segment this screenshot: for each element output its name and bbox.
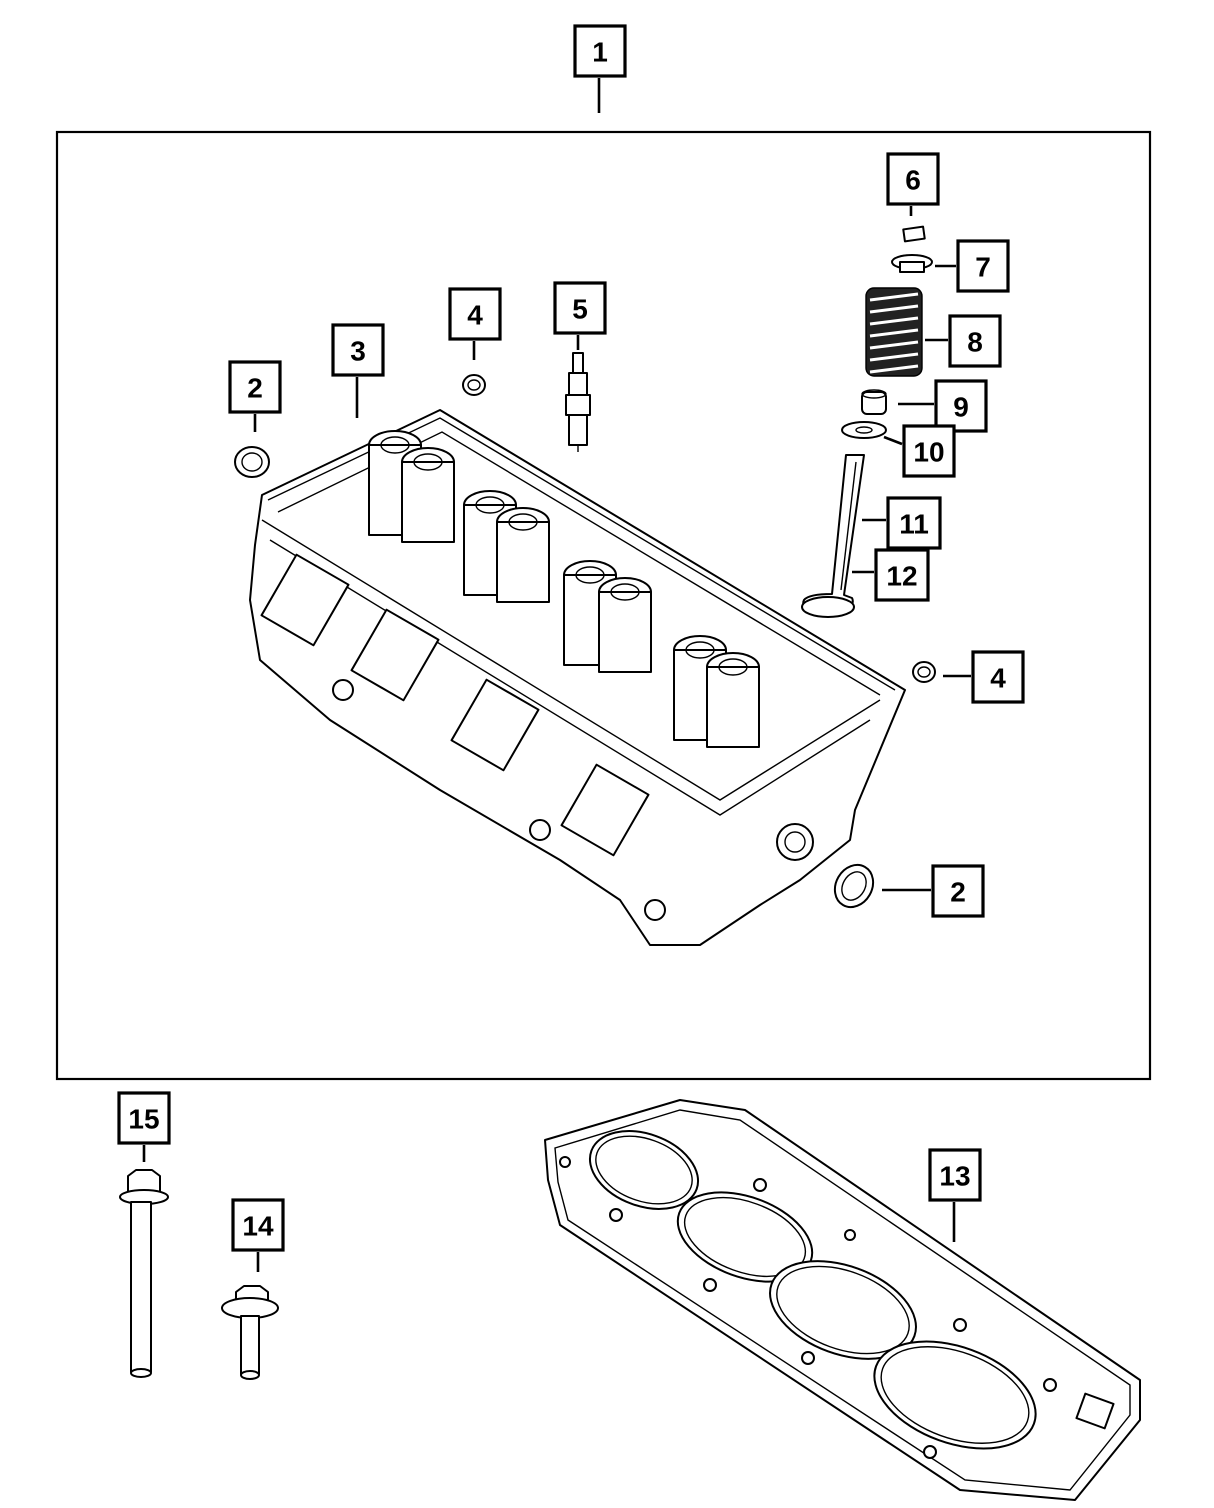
callout-4-upper[interactable]: 4 (448, 287, 502, 360)
expansion-plug-upper (234, 446, 270, 478)
callout-12-label: 12 (886, 561, 917, 592)
valve-keeper (902, 225, 926, 243)
callout-15-label: 15 (128, 1104, 159, 1135)
cylinder-head (249, 409, 906, 946)
callout-1[interactable]: 1 (573, 24, 627, 113)
cup-plug-upper (462, 374, 486, 396)
assembly-frame (55, 130, 1152, 1081)
callout-13[interactable]: 13 (928, 1148, 982, 1242)
callout-6-label: 6 (905, 165, 921, 196)
callout-15[interactable]: 15 (117, 1091, 171, 1162)
callout-4-upper-label: 4 (467, 300, 483, 331)
callout-2-upper-label: 2 (247, 373, 263, 404)
callout-3[interactable]: 3 (331, 323, 385, 418)
head-bolt-long (119, 1169, 169, 1378)
callout-10-label: 10 (913, 437, 944, 468)
expansion-plug-lower (833, 863, 875, 909)
head-bolt-short (221, 1285, 279, 1380)
cam-tower-3 (563, 560, 652, 673)
cup-plug-lower (912, 661, 936, 683)
valve-spring (865, 287, 923, 377)
callout-6[interactable]: 6 (886, 152, 940, 216)
callout-5[interactable]: 5 (553, 281, 607, 350)
callout-7[interactable]: 7 (935, 239, 1010, 293)
callout-14-label: 14 (242, 1211, 274, 1242)
callout-2-lower-label: 2 (950, 877, 966, 908)
callout-9[interactable]: 9 (898, 379, 988, 433)
callout-11[interactable]: 11 (862, 496, 942, 550)
callout-10[interactable]: 10 (883, 424, 956, 478)
cam-tower-4 (673, 635, 760, 748)
callout-2-lower[interactable]: 2 (882, 864, 985, 918)
callout-4-lower-label: 4 (990, 663, 1006, 694)
callout-8[interactable]: 8 (925, 314, 1002, 368)
valve (801, 454, 865, 618)
head-gasket (544, 1099, 1141, 1501)
cam-tower-2 (463, 490, 550, 603)
callout-8-label: 8 (967, 327, 983, 358)
cam-tower-1 (368, 430, 455, 543)
callout-5-label: 5 (572, 294, 588, 325)
callout-12[interactable]: 12 (852, 548, 930, 602)
callout-7-label: 7 (975, 252, 991, 283)
callout-9-label: 9 (953, 392, 969, 423)
callout-1-label: 1 (592, 37, 608, 68)
spark-plug (565, 352, 591, 452)
callout-14[interactable]: 14 (231, 1198, 285, 1272)
callout-4-lower[interactable]: 4 (943, 650, 1025, 704)
valve-spring-retainer (891, 254, 933, 273)
callout-11-label: 11 (899, 509, 929, 540)
valve-spring-seat (841, 421, 887, 439)
valve-stem-seal (861, 389, 887, 415)
callout-13-label: 13 (939, 1161, 970, 1192)
callout-3-label: 3 (350, 336, 366, 367)
callout-2-upper[interactable]: 2 (228, 360, 282, 432)
